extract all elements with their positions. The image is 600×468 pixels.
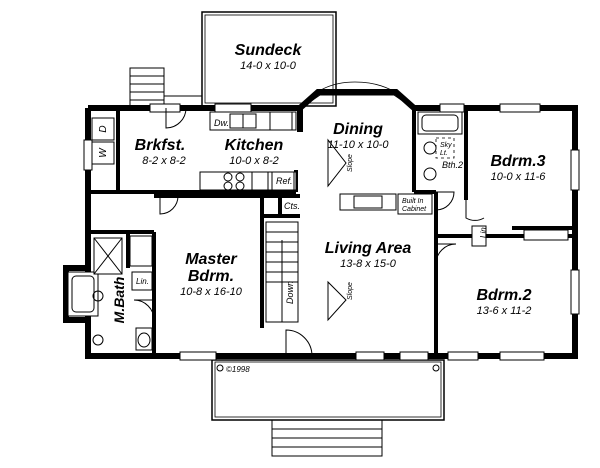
dining-dims: 11-10 x 10-0 <box>328 139 390 151</box>
master-bath-name: M.Bath <box>111 277 127 324</box>
bedroom3-name: Bdrm.3 <box>490 153 545 170</box>
sundeck-name: Sundeck <box>235 42 303 59</box>
stairs-down: Down <box>265 221 299 323</box>
breakfast-name: Brkfst. <box>135 137 186 154</box>
built-in-label-2: Cabinet <box>402 206 427 213</box>
closet: Cts. <box>284 201 300 211</box>
dishwasher-label: Dw. <box>214 118 229 128</box>
sundeck <box>129 11 337 107</box>
master-dims: 10-8 x 16-10 <box>180 286 243 298</box>
room-label-kitchen: Kitchen 10-0 x 8-2 <box>225 137 284 167</box>
deck-stair <box>129 67 202 107</box>
bedroom2-dims: 13-6 x 11-2 <box>477 305 532 317</box>
kitchen-dims: 10-0 x 8-2 <box>229 155 279 167</box>
cooktop <box>223 172 245 191</box>
hall-linen-label: Lin <box>479 227 488 238</box>
bedroom3-dims: 10-0 x 11-6 <box>491 171 547 183</box>
bath2-label: Bth.2 <box>442 160 463 170</box>
room-label-master: Master Bdrm. 10-8 x 16-10 <box>180 251 243 298</box>
slope-living-label: Slope <box>347 282 354 300</box>
sundeck-dims: 14-0 x 10-0 <box>240 60 297 72</box>
refrigerator-label: Ref. <box>276 176 293 186</box>
skylight-label: Sky <box>440 142 452 149</box>
room-label-living: Living Area 13-8 x 15-0 <box>325 240 412 270</box>
living-name: Living Area <box>325 240 412 257</box>
stairs-down-label: Down <box>285 281 295 304</box>
washer-label: W <box>98 147 109 158</box>
room-label-dining: Dining 11-10 x 10-0 <box>328 121 390 151</box>
kitchen-fixtures: Dw. Ref. <box>199 111 297 191</box>
dining-bay <box>299 81 415 109</box>
room-label-master-bath: M.Bath <box>111 277 127 324</box>
dryer-label: D <box>98 125 109 132</box>
room-label-bedroom2: Bdrm.2 13-6 x 11-2 <box>476 287 531 317</box>
fireplace: Built In Cabinet <box>339 193 433 215</box>
master-bath-fixtures: Lin. <box>67 235 153 351</box>
slope-markers: Slope Slope <box>327 138 354 322</box>
slope-dining-label: Slope <box>347 154 354 172</box>
exterior-walls <box>63 89 578 359</box>
skylight-label-2: Lt. <box>440 150 448 157</box>
closet-label: Cts. <box>284 201 300 211</box>
built-in-label: Built In <box>402 198 424 205</box>
doors <box>133 107 485 357</box>
front-porch <box>211 359 445 457</box>
living-dims: 13-8 x 15-0 <box>340 258 397 270</box>
breakfast-dims: 8-2 x 8-2 <box>142 155 185 167</box>
kitchen-name: Kitchen <box>225 137 284 154</box>
master-name: Master <box>185 251 237 268</box>
copyright-label: ©1998 <box>226 365 250 374</box>
hall-linen: Lin <box>471 225 569 247</box>
master-name-2: Bdrm. <box>188 268 234 285</box>
room-label-breakfast: Brkfst. 8-2 x 8-2 <box>135 137 186 167</box>
laundry: W D <box>91 117 115 165</box>
room-label-bedroom3: Bdrm.3 10-0 x 11-6 <box>490 153 546 183</box>
bath2-fixtures: Sky Lt. Bth.2 <box>417 111 463 181</box>
dining-name: Dining <box>333 121 383 138</box>
master-linen-label: Lin. <box>136 277 149 286</box>
porch-steps <box>271 419 383 457</box>
bedroom2-name: Bdrm.2 <box>476 287 531 304</box>
room-label-sundeck: Sundeck 14-0 x 10-0 <box>235 42 303 72</box>
